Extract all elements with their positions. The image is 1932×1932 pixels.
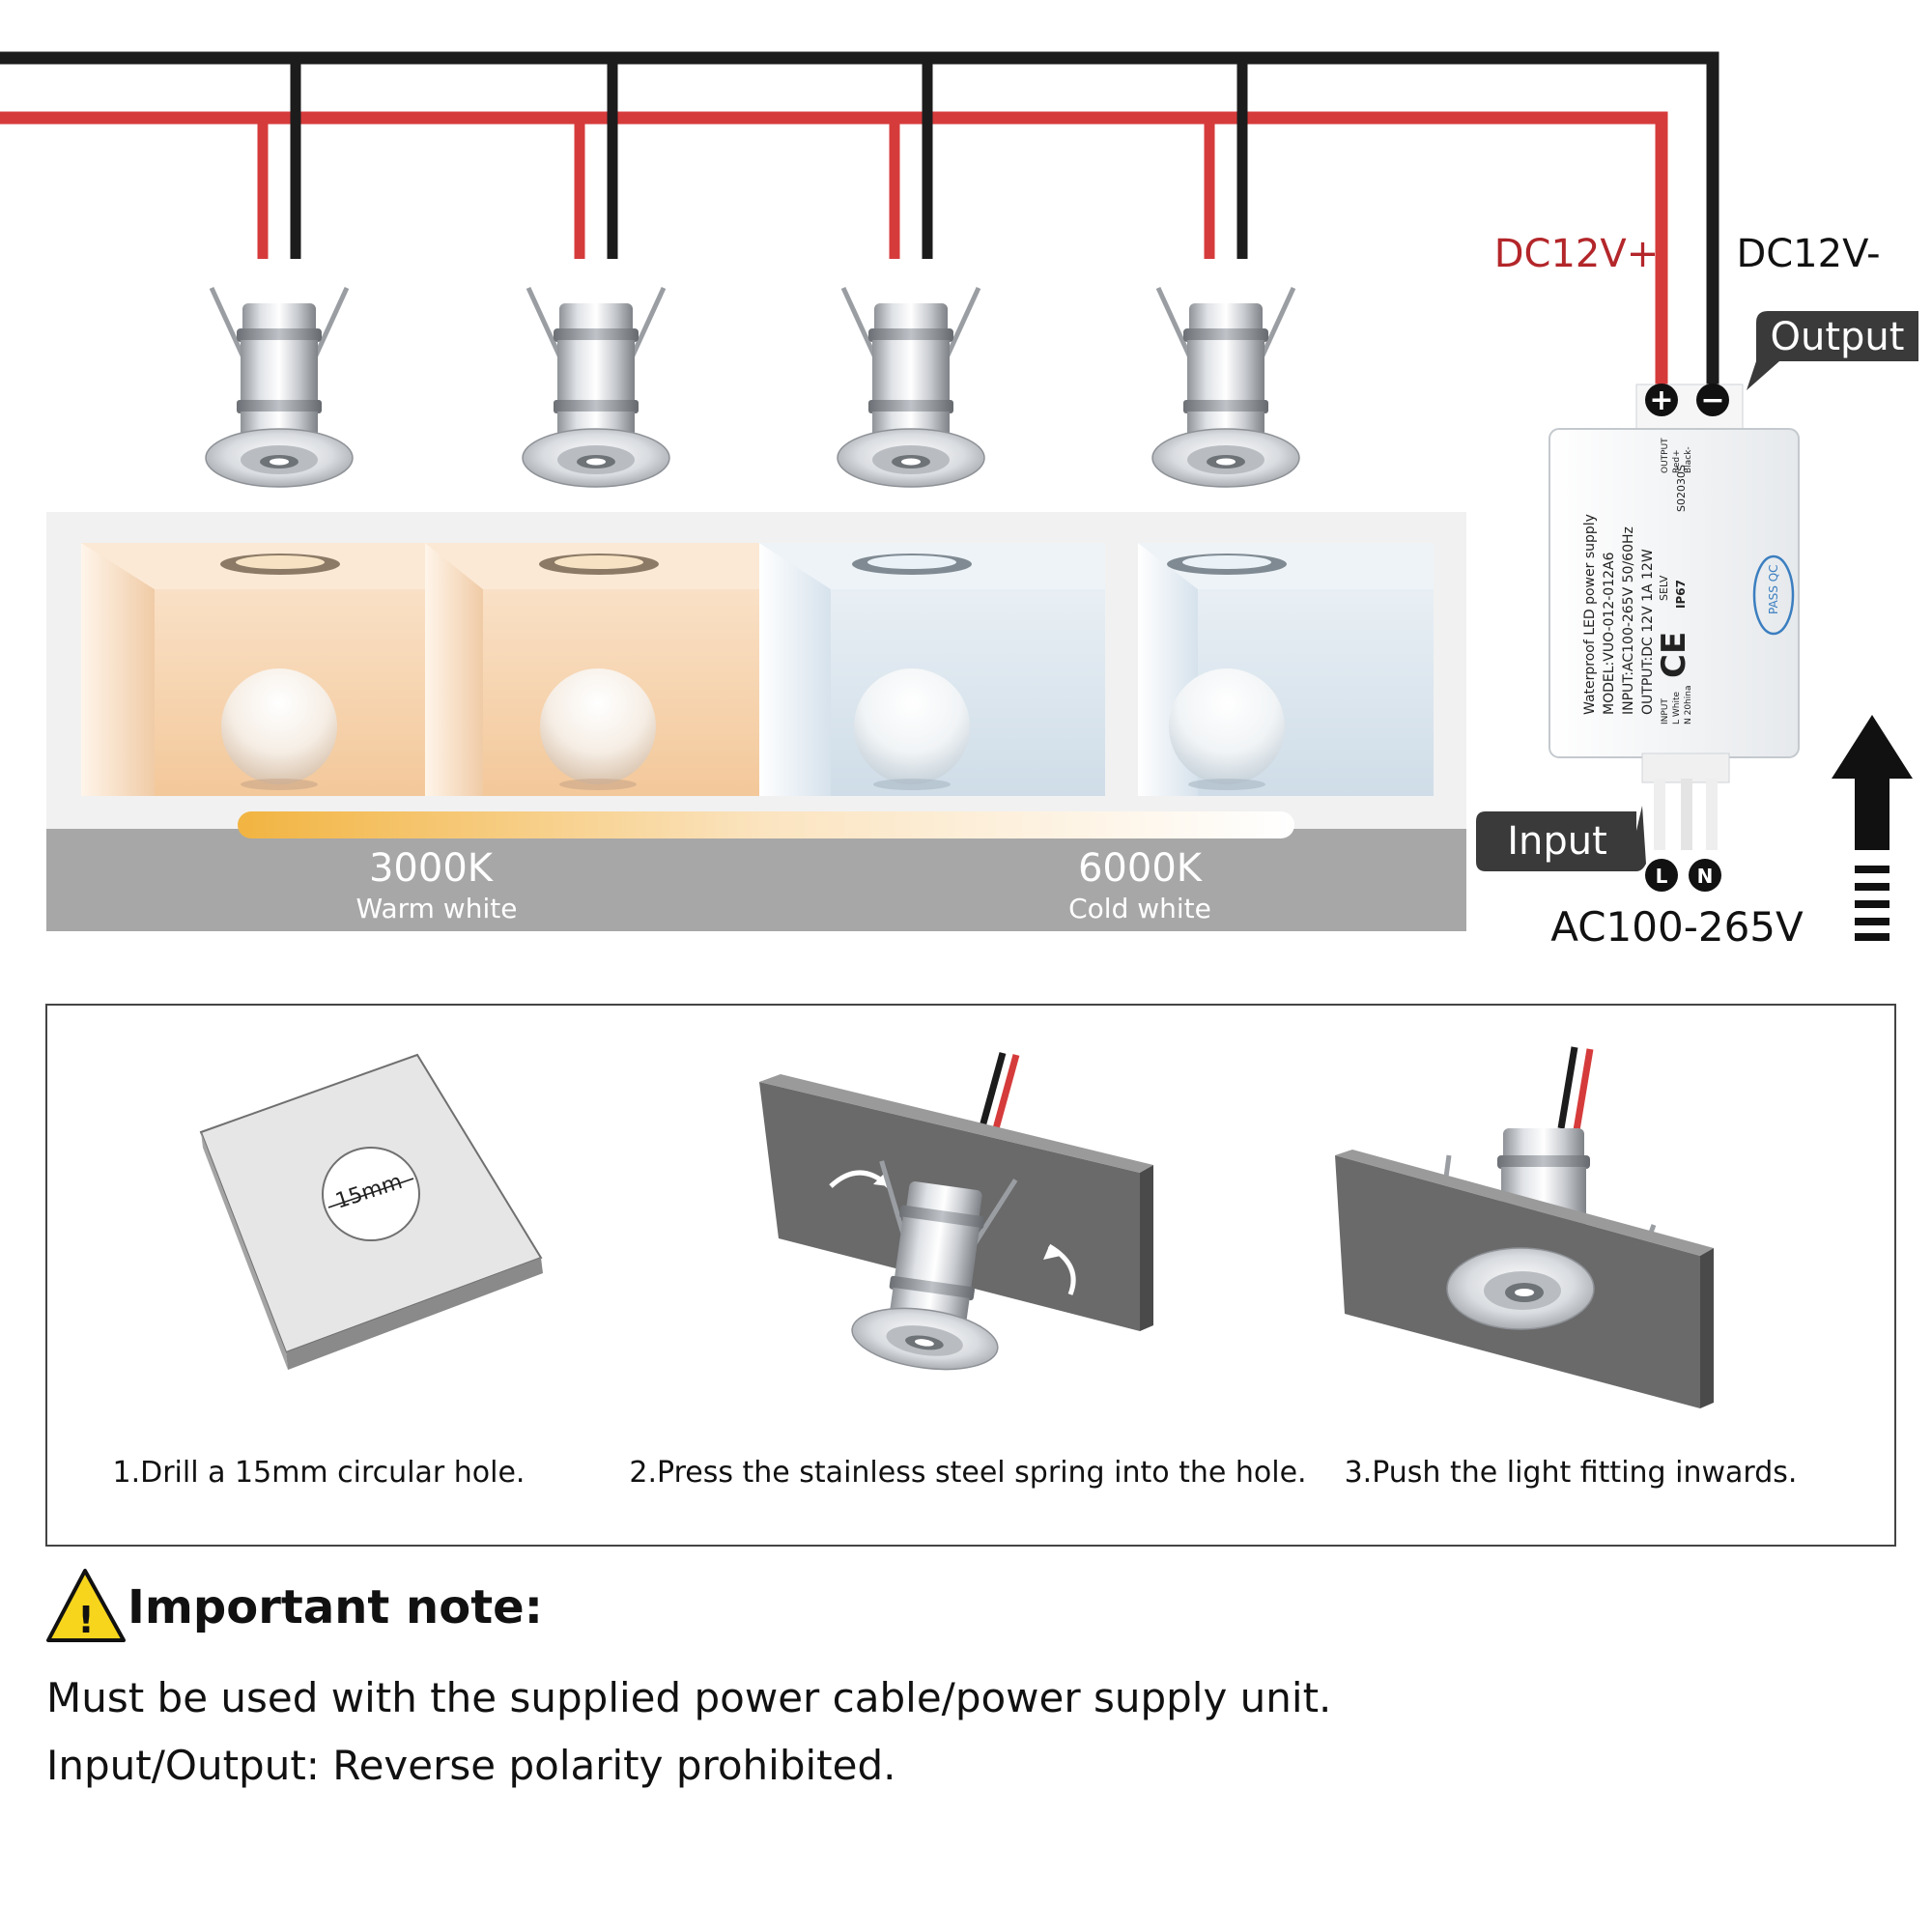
niche-warm-1 [81, 543, 425, 796]
warning-symbol: ! [77, 1599, 94, 1641]
positive-terminal-icon [1645, 384, 1678, 416]
niche-cold-1 [759, 543, 1105, 796]
ip-rating: IP67 [1674, 580, 1688, 609]
dc-positive-label: DC12V+ [1494, 232, 1660, 276]
niche-cold-2 [1138, 543, 1434, 796]
positive-terminal-symbol: + [1649, 384, 1673, 417]
input-table-header: INPUT [1661, 698, 1670, 724]
input-table-l: L White [1672, 691, 1682, 724]
psu-label-line3: INPUT:AC100-265V 50/60Hz [1621, 526, 1636, 715]
output-table-black: Black- [1684, 446, 1693, 473]
qc-stamp-text: PASS QC [1767, 564, 1780, 614]
power-supply: DC12V+ DC12V- Output + − Waterproof LED … [1476, 232, 1918, 951]
note-heading: Important note: [128, 1580, 543, 1634]
input-table-n: N 20hina [1684, 686, 1693, 724]
step2-spring-insertion-illustration [759, 1052, 1153, 1378]
niche-warm-2 [425, 543, 759, 796]
step-1-caption: 1.Drill a 15mm circular hole. [113, 1456, 526, 1490]
downlight-2 [523, 288, 669, 487]
ce-mark: CE [1655, 632, 1693, 678]
neutral-terminal-symbol: N [1697, 865, 1714, 888]
live-terminal-icon [1645, 859, 1678, 892]
warm-temperature-value: 3000K [369, 846, 495, 891]
warm-temperature-name: Warm white [356, 893, 518, 924]
input-label: Input [1507, 819, 1607, 864]
selv-mark: SELV [1658, 575, 1670, 601]
psu-label-line1: Waterproof LED power supply [1582, 514, 1598, 715]
light-drop-wires [257, 64, 1248, 259]
base-band [46, 829, 1466, 931]
input-callout: Input [1476, 806, 1646, 871]
psu-label-line2: MODEL:VUO-012-012A6 [1602, 552, 1617, 715]
psu-label-line4: OUTPUT:DC 12V 1A 12W [1640, 549, 1656, 715]
dc-negative-label: DC12V- [1736, 232, 1880, 276]
downlight-1 [206, 288, 353, 487]
color-temperature-panel: 3000K Warm white 6000K Cold white [46, 512, 1466, 931]
live-terminal-symbol: L [1656, 865, 1668, 888]
negative-terminal-icon [1696, 384, 1729, 416]
serial-number: S02030S [1675, 465, 1688, 512]
note-line-2: Input/Output: Reverse polarity prohibite… [46, 1742, 895, 1789]
downlight-row [206, 288, 1299, 487]
warning-triangle-icon: ! [46, 1569, 126, 1642]
downlight-3 [838, 288, 984, 487]
negative-terminal-symbol: − [1700, 384, 1724, 417]
step-3-caption: 3.Push the light fitting inwards. [1345, 1456, 1798, 1490]
wire-harness [0, 51, 1719, 396]
output-label: Output [1771, 315, 1905, 359]
output-table-header: OUTPUT [1661, 438, 1670, 473]
downlight-4 [1152, 288, 1299, 487]
ac-input-label: AC100-265V [1550, 903, 1804, 951]
neutral-terminal-icon [1689, 859, 1721, 892]
upward-arrow-icon [1832, 715, 1913, 941]
step3-installed-light-illustration [1335, 1046, 1714, 1408]
note-line-1: Must be used with the supplied power cab… [46, 1674, 1331, 1721]
installation-steps-panel: 15mm [45, 1004, 1896, 1547]
step-2-caption: 2.Press the stainless steel spring into … [629, 1456, 1306, 1490]
important-note: ! Important note: Must be used with the … [46, 1569, 1331, 1789]
qc-stamp-icon [1752, 554, 1795, 636]
power-supply-label: Waterproof LED power supply MODEL:VUO-01… [1582, 438, 1693, 724]
cold-temperature-name: Cold white [1068, 893, 1211, 924]
positive-wire [0, 111, 1668, 396]
output-callout: Output [1747, 311, 1918, 390]
output-table-red: Red+ [1672, 449, 1682, 473]
step1-drilled-plate-illustration: 15mm [199, 1053, 543, 1370]
cold-temperature-value: 6000K [1078, 846, 1204, 891]
negative-wire [0, 51, 1719, 396]
color-temperature-gradient-bar [238, 811, 1294, 838]
